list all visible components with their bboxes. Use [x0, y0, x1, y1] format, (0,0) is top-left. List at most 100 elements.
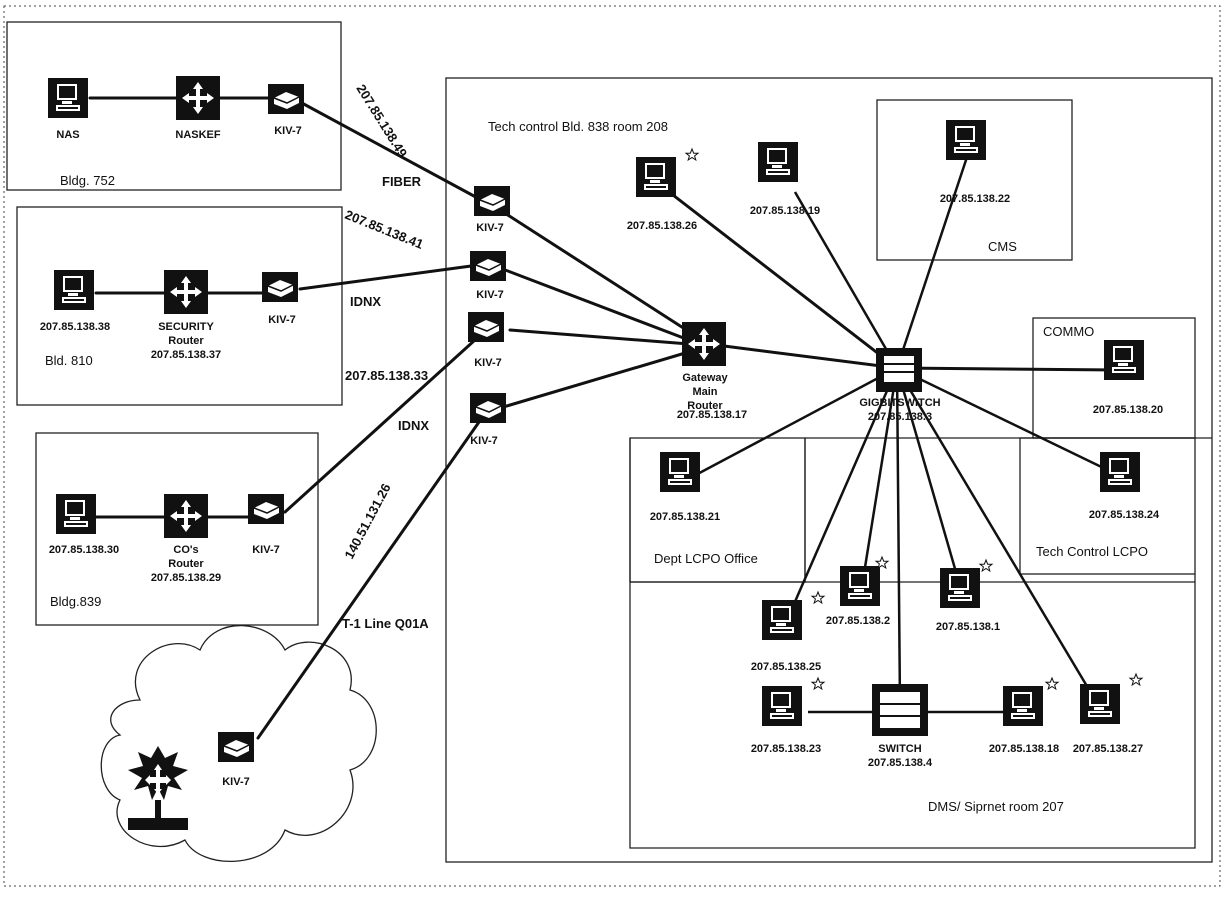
nas-label: NAS [56, 129, 79, 141]
network-links [88, 96, 1120, 740]
security-router-ip: 207.85.138.37 [151, 349, 221, 361]
star-marker-25 [811, 591, 825, 604]
kiv7-a-label: KIV-7 [476, 222, 504, 234]
workstation-19[interactable] [758, 142, 798, 182]
kiv7-d[interactable] [469, 392, 507, 424]
switch[interactable] [872, 684, 928, 736]
pc-26-label: 207.85.138.26 [627, 220, 697, 232]
kiv7-c-label: KIV-7 [474, 357, 502, 369]
pc-18-label: 207.85.138.18 [989, 743, 1059, 755]
pc-20-label: 207.85.138.20 [1093, 404, 1163, 416]
workstation-30[interactable] [56, 494, 96, 534]
bld810-box [16, 206, 343, 406]
co-router[interactable] [164, 494, 208, 538]
bldg752-box [6, 21, 342, 191]
star-marker-23 [811, 677, 825, 690]
bldg839-label: Bldg.839 [50, 594, 101, 609]
pc-21-label: 207.85.138.21 [650, 511, 720, 523]
commo-label: COMMO [1043, 324, 1094, 339]
workstation-21[interactable] [660, 452, 700, 492]
dms-area-outline [629, 437, 1212, 849]
fiber-label: FIBER [382, 174, 422, 189]
switch-ip: 207.85.138.4 [868, 757, 933, 769]
kiv7-cloud[interactable] [217, 731, 255, 763]
gateway-main-router[interactable] [682, 322, 726, 366]
star-marker-27 [1129, 673, 1143, 686]
pc-25-label: 207.85.138.25 [751, 661, 821, 673]
workstation-24[interactable] [1100, 452, 1140, 492]
gigabit-switch[interactable] [876, 348, 922, 392]
pc-24-label: 207.85.138.24 [1089, 509, 1160, 521]
tech-control-label: Tech control Bld. 838 room 208 [488, 119, 668, 134]
switch-label: SWITCH [878, 743, 921, 755]
gigabit-label: GIGBITSWITCH [859, 397, 940, 409]
dms-label: DMS/ Siprnet room 207 [928, 799, 1064, 814]
workstation-20[interactable] [1104, 340, 1144, 380]
pc-27-label: 207.85.138.27 [1073, 743, 1143, 755]
kiv7-b-label: KIV-7 [476, 289, 504, 301]
workstation-27[interactable] [1080, 684, 1120, 724]
kiv7-bldg839[interactable] [247, 493, 285, 525]
workstation-25[interactable] [762, 600, 802, 640]
workstation-38[interactable] [54, 270, 94, 310]
idnx2-ip-label: 207.85.138.33 [345, 368, 428, 383]
kiv7-bld810-label: KIV-7 [268, 314, 296, 326]
pc-22-label: 207.85.138.22 [940, 193, 1010, 205]
bldg839-box [35, 432, 319, 626]
idnx2-label: IDNX [398, 418, 429, 433]
co-router-label-1: CO's [173, 544, 198, 556]
idnx1-label: IDNX [350, 294, 381, 309]
security-router-label-1: SECURITY [158, 321, 214, 333]
pc-19-label: 207.85.138.19 [750, 205, 820, 217]
gigabit-ip: 207.85.138.3 [868, 411, 932, 423]
kiv7-a[interactable] [473, 185, 511, 217]
workstation-18[interactable] [1003, 686, 1043, 726]
idnx1-ip-label: 207.85.138.41 [343, 207, 426, 252]
kiv7-bld810[interactable] [261, 271, 299, 303]
fiber-ip-label: 207.85.138.49 [353, 82, 410, 160]
kiv7-d-label: KIV-7 [470, 435, 498, 447]
kiv7-bldg839-label: KIV-7 [252, 544, 280, 556]
security-router-label-2: Router [168, 335, 204, 347]
star-marker-18 [1045, 677, 1059, 690]
naskef-label: NASKEF [175, 129, 221, 141]
pc-2-label: 207.85.138.2 [826, 615, 890, 627]
t1-ip-label: 140.51.131.26 [341, 481, 393, 561]
star-marker-26 [685, 148, 699, 161]
cloud-router-icon[interactable] [128, 746, 188, 830]
security-router[interactable] [164, 270, 208, 314]
gateway-ip: 207.85.138.17 [677, 409, 747, 421]
bld810-label: Bld. 810 [45, 353, 93, 368]
kiv7-cloud-label: KIV-7 [222, 776, 250, 788]
t1-label: T-1 Line Q01A [342, 616, 429, 631]
workstation-2[interactable] [840, 566, 880, 606]
pc-30-label: 207.85.138.30 [49, 544, 119, 556]
workstation-1[interactable] [940, 568, 980, 608]
nas-server[interactable] [48, 78, 88, 118]
tech-lcpo-label: Tech Control LCPO [1036, 544, 1148, 559]
kiv7-bldg752-label: KIV-7 [274, 125, 302, 137]
pc-38-label: 207.85.138.38 [40, 321, 110, 333]
bldg752-label: Bldg. 752 [60, 173, 115, 188]
kiv7-bldg752[interactable] [267, 83, 305, 115]
gateway-label-1: Gateway [682, 372, 728, 384]
gateway-label-2: Main [692, 386, 717, 398]
workstation-22[interactable] [946, 120, 986, 160]
pc-23-label: 207.85.138.23 [751, 743, 821, 755]
cms-box [876, 99, 1073, 261]
workstation-23[interactable] [762, 686, 802, 726]
kiv7-c[interactable] [467, 311, 505, 343]
cloud-shape [100, 624, 377, 863]
dept-lcpo-label: Dept LCPO Office [654, 551, 758, 566]
outer-border [3, 5, 1221, 887]
naskef-router[interactable] [176, 76, 220, 120]
gateway-label-3: Router [687, 400, 723, 412]
co-router-ip: 207.85.138.29 [151, 572, 221, 584]
cms-label: CMS [988, 239, 1017, 254]
pc-1-label: 207.85.138.1 [936, 621, 1000, 633]
co-router-label-2: Router [168, 558, 204, 570]
workstation-26[interactable] [636, 157, 676, 197]
star-marker-1 [979, 559, 993, 572]
kiv7-b[interactable] [469, 250, 507, 282]
